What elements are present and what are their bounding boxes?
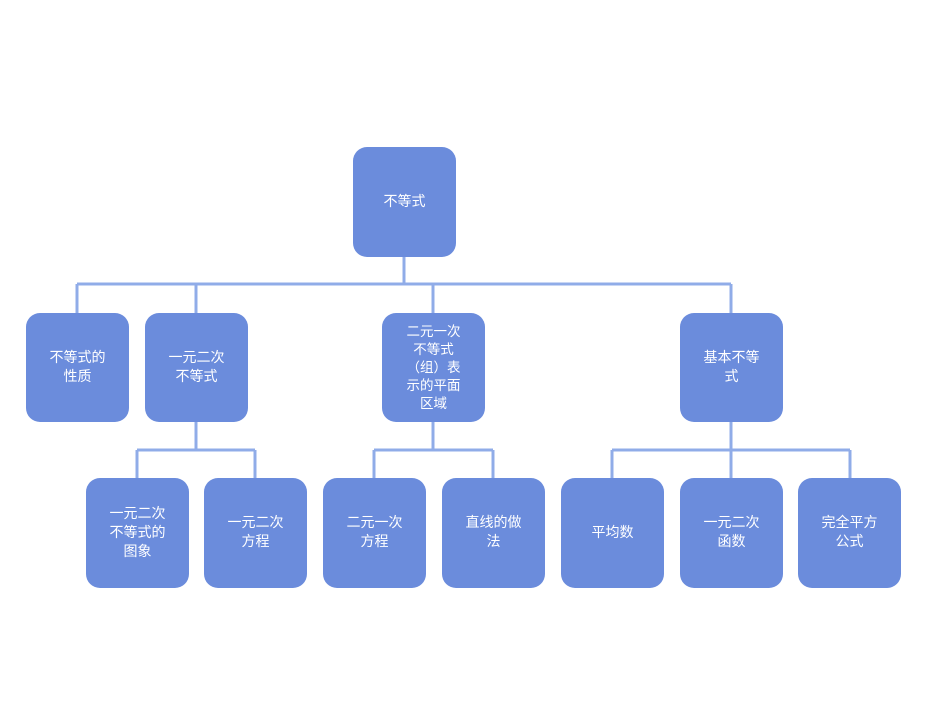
node-label: 一元二次 方程 xyxy=(227,515,284,550)
node-quadratic-inequality: 一元二次 不等式 xyxy=(145,313,248,422)
node-label: 不等式的 性质 xyxy=(49,349,106,385)
node-average: 平均数 xyxy=(561,478,664,588)
node-properties: 不等式的 性质 xyxy=(26,313,129,422)
node-quadratic-equation: 一元二次 方程 xyxy=(204,478,307,588)
node-graph: 一元二次 不等式的 图象 xyxy=(86,478,189,588)
node-linear-equation: 二元一次 方程 xyxy=(323,478,426,588)
node-label: 二元一次 方程 xyxy=(346,515,403,550)
node-label: 二元一次 不等式 （组）表 示的平面 区域 xyxy=(406,323,461,412)
node-label: 直线的做 法 xyxy=(465,515,522,550)
node-label: 一元二次 函数 xyxy=(703,515,760,550)
node-root: 不等式 xyxy=(353,147,456,257)
node-label: 一元二次 不等式的 图象 xyxy=(109,505,166,560)
node-line-drawing: 直线的做 法 xyxy=(442,478,545,588)
node-label: 完全平方 公式 xyxy=(821,515,878,550)
node-label: 不等式 xyxy=(383,193,426,210)
node-label: 基本不等 式 xyxy=(703,349,760,385)
node-label: 平均数 xyxy=(591,524,634,541)
node-basic-inequality: 基本不等 式 xyxy=(680,313,783,422)
node-linear-region: 二元一次 不等式 （组）表 示的平面 区域 xyxy=(382,313,485,422)
node-perfect-square: 完全平方 公式 xyxy=(798,478,901,588)
node-label: 一元二次 不等式 xyxy=(168,349,225,385)
node-quadratic-function: 一元二次 函数 xyxy=(680,478,783,588)
